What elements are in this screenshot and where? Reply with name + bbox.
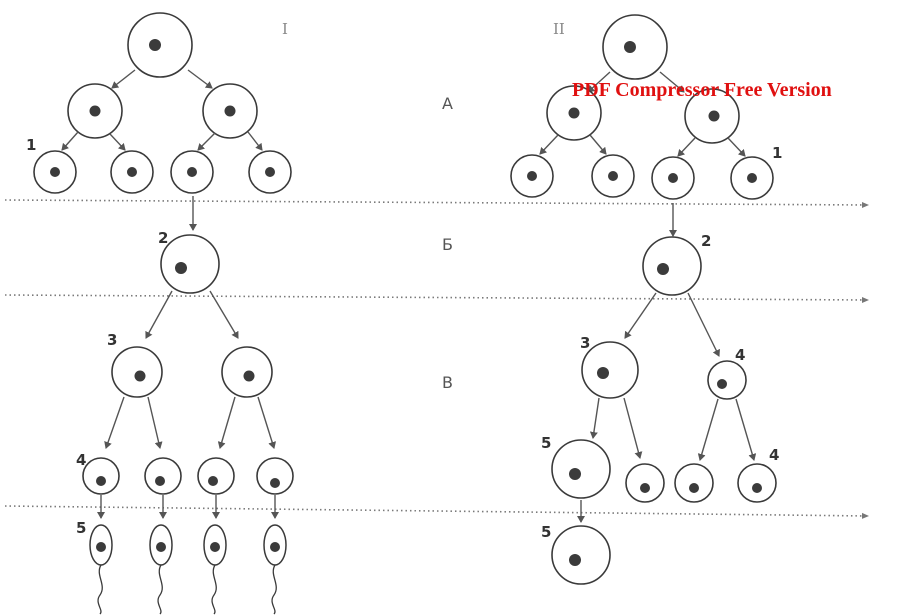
nucleus: [89, 105, 101, 117]
nucleus: [717, 379, 727, 389]
arrow: [247, 131, 263, 151]
nucleus: [243, 370, 255, 382]
nucleus: [689, 483, 699, 493]
oogenesis-column: 1 2 3 4 5 4 5: [510, 14, 782, 585]
nucleus: [134, 370, 146, 382]
nucleus: [569, 554, 581, 566]
nucleus: [668, 173, 678, 183]
primary-spermatocyte: [160, 234, 220, 294]
spermatid: [197, 457, 235, 495]
arrow: [539, 134, 559, 155]
arrow: [623, 397, 643, 459]
nucleus: [175, 262, 187, 274]
nucleus: [96, 476, 106, 486]
arrow: [677, 137, 696, 157]
nucleus: [640, 483, 650, 493]
divider-line-2: [4, 294, 869, 303]
label-1-right: 1: [772, 144, 782, 162]
label-3-right: 3: [580, 334, 590, 352]
mature-egg: [551, 525, 611, 585]
nucleus: [624, 41, 636, 53]
nucleus: [208, 476, 218, 486]
nucleus: [187, 167, 197, 177]
column-label-spermatogenesis: I: [282, 20, 288, 38]
nucleus: [752, 483, 762, 493]
nucleus: [657, 263, 669, 275]
nucleus: [224, 105, 236, 117]
label-5-right-top: 5: [541, 434, 551, 452]
nucleus: [149, 39, 161, 51]
arrow: [687, 292, 720, 357]
arrow: [209, 290, 239, 339]
arrow: [187, 69, 213, 89]
stage-label-b: Б: [442, 235, 453, 254]
arrow: [217, 396, 236, 449]
secondary-oocyte: [581, 341, 639, 399]
arrow: [257, 396, 277, 449]
nucleus: [597, 367, 609, 379]
arrow: [589, 134, 607, 155]
nucleus: [50, 167, 60, 177]
label-4-right-top: 4: [735, 346, 745, 364]
spermatid: [256, 457, 294, 495]
spermatozoon: [203, 524, 227, 615]
label-2-right: 2: [701, 232, 711, 250]
arrow: [659, 71, 685, 93]
divider-line-3: [4, 505, 869, 519]
arrow: [624, 292, 657, 339]
label-5-right-bottom: 5: [541, 523, 551, 541]
nucleus: [747, 173, 757, 183]
nucleus: [527, 171, 537, 181]
primary-oocyte: [642, 236, 702, 296]
spermatid: [144, 457, 182, 495]
arrow: [697, 398, 719, 461]
arrow: [589, 397, 600, 439]
arrow: [104, 396, 125, 449]
polar-body: [707, 360, 747, 400]
nucleus: [708, 110, 720, 122]
label-4-left: 4: [76, 451, 86, 469]
label-1-left: 1: [26, 136, 36, 154]
spermatogenesis-column: 1 2 3 4: [26, 12, 294, 615]
nucleus: [569, 468, 581, 480]
divider-line-1: [4, 199, 869, 208]
nucleus: [270, 478, 280, 488]
arrow: [727, 137, 746, 157]
arrow: [735, 398, 757, 461]
arrow: [587, 71, 611, 93]
ootid: [551, 439, 611, 499]
arrow: [197, 132, 216, 151]
arrow: [109, 133, 126, 151]
column-label-oogenesis: II: [553, 20, 565, 38]
spermatozoon: [89, 524, 113, 615]
spermatozoon: [149, 524, 173, 615]
arrow: [111, 69, 136, 89]
nucleus: [608, 171, 618, 181]
nucleus: [127, 167, 137, 177]
nucleus: [568, 107, 580, 119]
label-2-left: 2: [158, 229, 168, 247]
nucleus: [155, 476, 165, 486]
watermark-text: PDF Compressor Free Version: [572, 79, 832, 101]
label-4-right-bottom: 4: [769, 446, 779, 464]
stage-label-v: В: [442, 373, 453, 392]
arrow: [61, 131, 79, 151]
label-3-left: 3: [107, 331, 117, 349]
stage-label-a: А: [442, 94, 453, 113]
spermatozoon: [263, 524, 287, 615]
nucleus: [265, 167, 275, 177]
label-5-left: 5: [76, 519, 86, 537]
arrow: [147, 396, 163, 449]
arrow: [145, 290, 173, 339]
